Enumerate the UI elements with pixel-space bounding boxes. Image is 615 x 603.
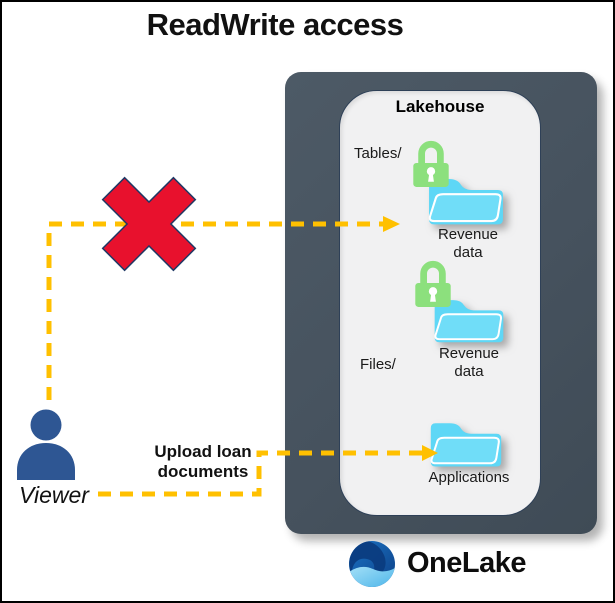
actor-label: Viewer <box>19 482 89 508</box>
folder-icon <box>430 423 502 467</box>
folder-label: Applications <box>428 469 510 486</box>
lakehouse-title: Lakehouse <box>395 97 485 116</box>
blocked-x-icon <box>101 176 197 272</box>
folder-label: Revenue data <box>438 345 500 380</box>
upload-annotation: Upload loan documents <box>154 442 252 481</box>
folder-icon <box>434 300 504 343</box>
lock-icon <box>413 140 449 187</box>
folder-label: Revenue data <box>437 226 499 261</box>
section-label-files: Files/ <box>360 356 396 373</box>
onelake-logo-icon <box>349 541 395 587</box>
section-label-tables: Tables/ <box>354 145 402 162</box>
person-icon <box>17 409 75 480</box>
brand-name: OneLake <box>407 547 527 579</box>
page-title: ReadWrite access <box>146 7 404 42</box>
folder-icon <box>428 179 503 225</box>
lock-icon <box>415 260 451 307</box>
